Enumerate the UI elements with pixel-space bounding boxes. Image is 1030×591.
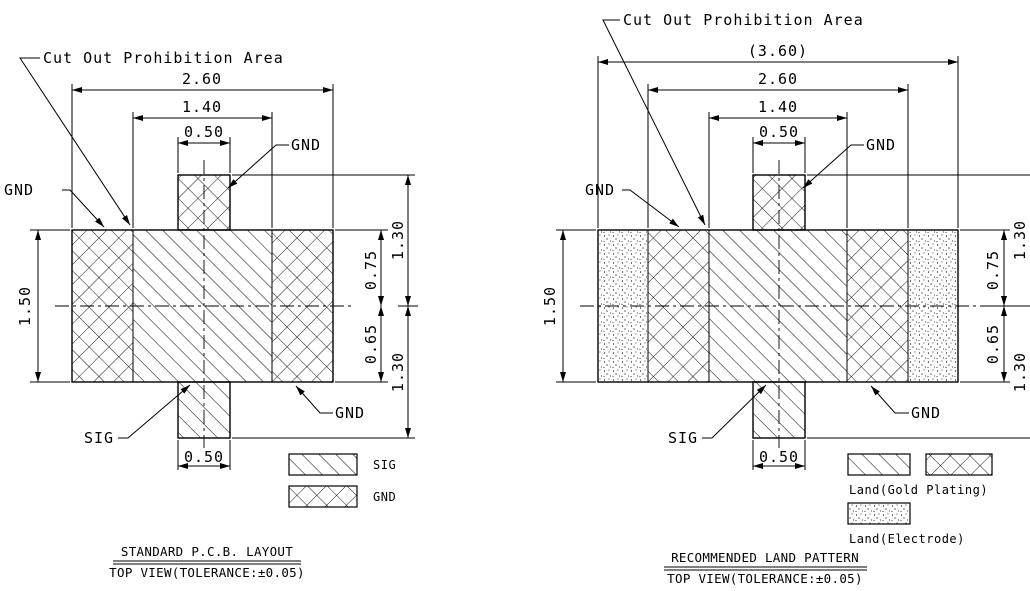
caption-subtitle: TOP VIEW(TOLERANCE:±0.05) [109,565,305,580]
dim-3-60: (3.60) [748,42,808,60]
right-view: (3.60) 2.60 1.40 0.50 0.50 1.50 0.75 0.6… [541,11,1030,586]
legend-gold-sig-swatch [847,453,911,476]
legend-sig-label: SIG [373,458,396,472]
legend-gold-gnd-swatch [925,453,993,476]
dim-2-60: 2.60 [758,70,798,88]
dim-0-50-top: 0.50 [759,123,799,141]
gnd-label-left: GND [4,181,34,199]
legend-gold-label: Land(Gold Plating) [849,483,988,497]
dim-0-50-bottom: 0.50 [184,448,224,466]
gnd-label-bottom: GND [335,404,365,422]
sig-label: SIG [668,429,698,447]
dim-0-65: 0.65 [984,324,1002,364]
legend-gnd-label: GND [373,490,396,504]
gnd-label-left: GND [585,181,615,199]
dim-1-40: 1.40 [182,98,222,116]
dim-1-50: 1.50 [541,286,559,326]
sig-label: SIG [84,429,114,447]
caption-subtitle: TOP VIEW(TOLERANCE:±0.05) [667,571,863,586]
gnd-label-top: GND [291,136,321,154]
dim-1-40: 1.40 [758,98,798,116]
left-view: 2.60 1.40 0.50 0.50 1.50 0.75 0.65 1.30 … [4,49,418,580]
cut-out-prohibition-label: Cut Out Prohibition Area [43,49,284,67]
sig-area-center [709,230,847,382]
dim-0-65: 0.65 [362,324,380,364]
cut-out-prohibition-label: Cut Out Prohibition Area [623,11,864,29]
dim-1-30-top: 1.30 [1011,220,1029,260]
dim-1-30-bottom: 1.30 [389,352,407,392]
dim-1-30-bottom: 1.30 [1011,352,1029,392]
dim-1-50: 1.50 [16,286,34,326]
legend-electrode-swatch [847,502,911,525]
dim-0-50-bottom: 0.50 [759,448,799,466]
caption-title: RECOMMENDED LAND PATTERN [671,550,859,565]
caption-title: STANDARD P.C.B. LAYOUT [121,544,293,559]
dim-0-50-top: 0.50 [184,123,224,141]
dim-1-30-top: 1.30 [389,220,407,260]
gnd-label-top: GND [866,136,896,154]
dim-2-60: 2.60 [182,70,222,88]
gnd-label-bottom: GND [911,404,941,422]
dim-0-75: 0.75 [362,250,380,290]
sig-area-center [133,230,272,382]
legend-gnd-swatch [288,485,358,508]
dim-0-75: 0.75 [984,250,1002,290]
legend-sig-swatch [288,453,358,476]
legend-electrode-label: Land(Electrode) [849,532,965,546]
